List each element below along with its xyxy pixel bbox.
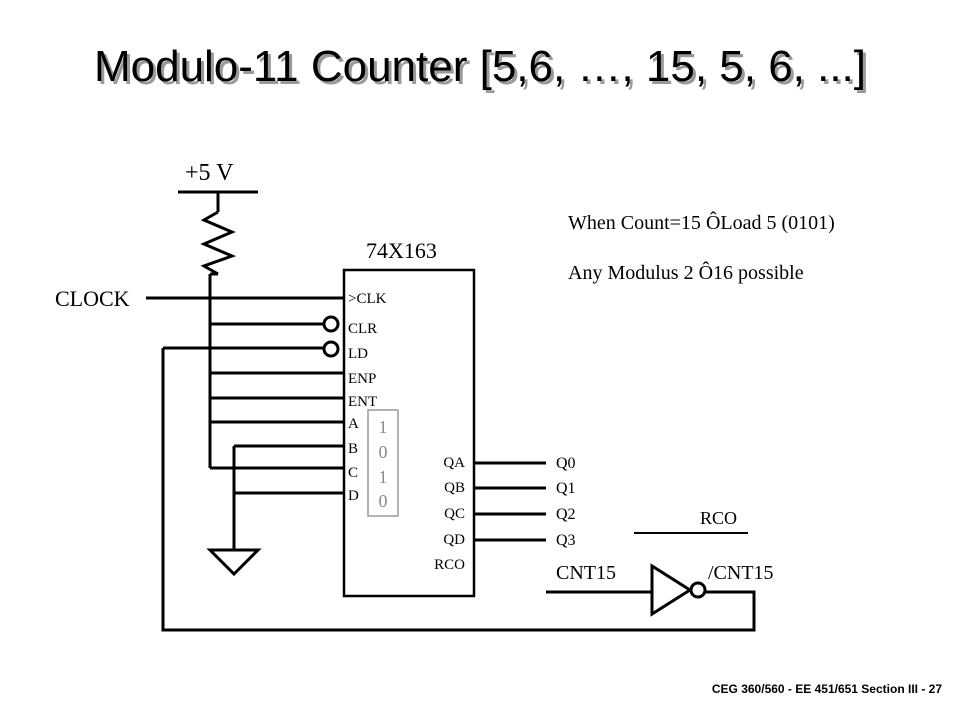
pin-enp: ENP [348,371,376,387]
supply-label: +5 V [185,160,234,186]
pin-qc: QC [444,506,465,522]
pin-rco: RCO [434,557,465,573]
note-line-1-end: Load 5 (0101) [720,212,834,234]
load-bit-d: 0 [379,491,388,511]
note-line-1: When Count=15 ÔLoad 5 (0101) [568,210,835,234]
pullup-resistor [178,190,258,276]
pin-c: C [348,465,358,481]
pin-qb: QB [444,480,465,496]
rco-label: RCO [700,508,737,528]
implies-arrow-icon: Ô [706,210,720,234]
ncnt15-label: /CNT15 [708,562,774,584]
pin-ent: ENT [348,394,377,410]
clock-label: CLOCK [55,286,130,311]
load-bit-c: 1 [379,467,388,487]
chip-74x163 [342,268,476,598]
clr-bubble [322,315,340,333]
pin-clk: >CLK [348,291,387,307]
note-line-2: Any Modulus 2 Ô16 possible [568,260,804,284]
input-pins: >CLK CLR LD ENP ENT A B C D [348,291,387,504]
net-q2: Q2 [556,506,576,523]
ground-symbol [206,548,262,577]
ld-bubble [322,340,340,358]
feedback-wire [161,348,756,632]
pin-qd: QD [443,532,465,548]
pin-b: B [348,441,358,457]
load-bit-a: 1 [379,417,388,437]
output-pins: QA QB QC QD RCO [434,455,465,573]
load-bit-b: 0 [379,442,388,462]
net-q3: Q3 [556,532,576,549]
pin-a: A [348,416,359,432]
chip-name: 74X163 [366,238,437,263]
net-q0: Q0 [556,455,576,472]
range-arrow-icon: Ô [699,260,713,284]
inverter-gate [650,563,693,617]
pin-clr: CLR [348,321,377,337]
net-q1: Q1 [556,480,576,497]
output-nets: Q0 Q1 Q2 Q3 [556,455,576,549]
note-line-2-start: Any Modulus 2 [568,262,699,284]
load-value-box [367,409,399,517]
note-line-2-end: 16 possible [713,262,804,284]
slide-title: Modulo-11 Counter [5,6, …, 15, 5, 6, ...… [93,42,867,91]
pin-d: D [348,488,359,504]
load-bits: 1 0 1 0 [379,417,388,511]
slide-footer: CEG 360/560 - EE 451/651 Section III - 2… [711,682,942,696]
note-line-1-start: When Count=15 [568,212,706,234]
pin-ld: LD [348,346,368,362]
pin-qa: QA [443,455,465,471]
cnt15-label: CNT15 [556,562,616,584]
inverter-bubble [689,581,707,599]
